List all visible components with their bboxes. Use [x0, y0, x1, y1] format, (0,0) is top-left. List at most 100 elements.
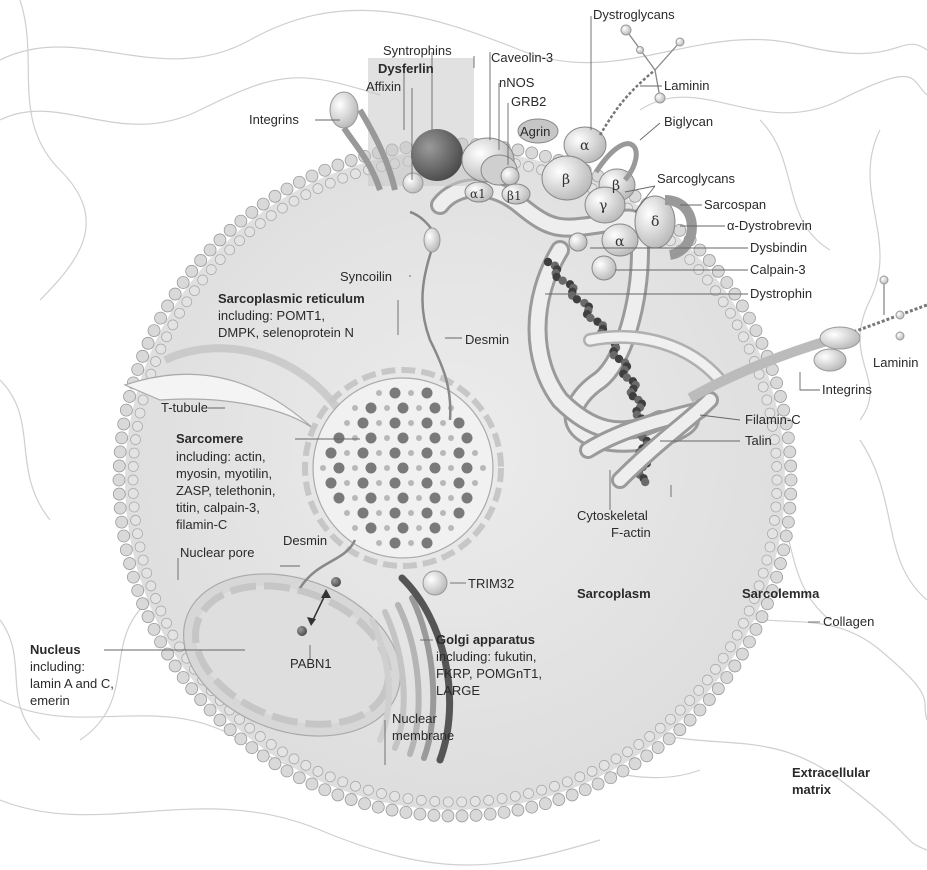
- actin-filament: [408, 510, 414, 516]
- label-nucleus: Nucleus: [30, 642, 81, 657]
- lipid-head-inner: [198, 275, 208, 285]
- lipid-head-inner: [138, 395, 148, 405]
- lipid-head: [750, 623, 762, 635]
- myosin-filament: [398, 493, 409, 504]
- lipid-head: [782, 432, 794, 444]
- dysferlin-protein: [411, 129, 463, 181]
- lipid-head: [118, 530, 130, 542]
- myosin-filament: [334, 463, 345, 474]
- lipid-head: [703, 694, 715, 706]
- label-golgi-1: FKRP, POMGnT1,: [436, 666, 542, 681]
- lipid-head-inner: [245, 723, 255, 733]
- lipid-head-inner: [390, 791, 400, 801]
- label-sarcomere-4: filamin-C: [176, 517, 227, 532]
- actin-bead: [586, 314, 594, 322]
- lipid-head-inner: [550, 781, 560, 791]
- label-trim32: TRIM32: [468, 576, 514, 591]
- lipid-head: [319, 164, 331, 176]
- lipid-head: [293, 176, 305, 188]
- lipid-head: [345, 154, 357, 166]
- lipid-head-inner: [725, 308, 735, 318]
- myosin-filament: [430, 433, 441, 444]
- actin-filament: [376, 540, 382, 546]
- lipid-head-inner: [772, 488, 782, 498]
- lipid-head-inner: [168, 630, 178, 640]
- actin-filament: [472, 450, 478, 456]
- lipid-head: [281, 765, 293, 777]
- lipid-head-inner: [376, 788, 386, 798]
- lipid-head-inner: [771, 448, 781, 458]
- label-sarcoplasm: Sarcoplasm: [577, 586, 651, 601]
- lipid-head-inner: [206, 265, 216, 275]
- lipid-head-inner: [718, 297, 728, 307]
- lipid-head-inner: [255, 219, 265, 229]
- label-integrins-right: Integrins: [822, 382, 872, 397]
- lipid-head-inner: [325, 772, 335, 782]
- lipid-head-inner: [133, 529, 143, 539]
- actin-filament: [352, 405, 358, 411]
- label-t-tubule: T-tubule: [161, 400, 208, 415]
- lipid-head: [428, 809, 440, 821]
- lipid-head-inner: [758, 382, 768, 392]
- lipid-head: [778, 544, 790, 556]
- actin-filament: [376, 450, 382, 456]
- lipid-head-inner: [725, 642, 735, 652]
- actin-filament: [440, 450, 446, 456]
- label-desmin-top: Desmin: [465, 332, 509, 347]
- lipid-head-inner: [266, 211, 276, 221]
- lipid-head-inner: [758, 568, 768, 578]
- label-sarcolemma: Sarcolemma: [742, 586, 820, 601]
- label-sarcomere: Sarcomere: [176, 431, 243, 446]
- lipid-head-inner: [128, 475, 138, 485]
- lipid-head-inner: [738, 332, 748, 342]
- actin-filament: [472, 480, 478, 486]
- lipid-head-inner: [702, 275, 712, 285]
- lipid-head: [512, 804, 524, 816]
- lipid-head-inner: [762, 395, 772, 405]
- lipid-head: [306, 778, 318, 790]
- lipid-head-inner: [685, 695, 695, 705]
- myosin-filament: [358, 478, 369, 489]
- lipid-head: [204, 244, 216, 256]
- myosin-filament: [390, 418, 401, 429]
- lipid-head: [684, 714, 696, 726]
- lipid-head: [162, 300, 174, 312]
- lipid-head: [293, 772, 305, 784]
- actin-filament: [344, 510, 350, 516]
- lipid-head: [332, 789, 344, 801]
- myosin-filament: [454, 478, 465, 489]
- actin-filament: [448, 465, 454, 471]
- lipid-head: [774, 390, 786, 402]
- lipid-head: [118, 418, 130, 430]
- lipid-head-inner: [135, 408, 145, 418]
- lipid-head: [629, 758, 641, 770]
- actin-filament: [384, 495, 390, 501]
- lipid-head: [400, 806, 412, 818]
- lipid-head: [512, 144, 524, 156]
- lipid-head-inner: [162, 332, 172, 342]
- actin-filament: [408, 390, 414, 396]
- myosin-filament: [358, 448, 369, 459]
- actin-filament: [344, 480, 350, 486]
- lipid-head-inner: [225, 245, 235, 255]
- lipid-head: [169, 288, 181, 300]
- lipid-head: [257, 750, 269, 762]
- lipid-head: [306, 170, 318, 182]
- lipid-head-inner: [129, 502, 139, 512]
- lipid-head: [553, 794, 565, 806]
- label-golgi-0: including: fukutin,: [436, 649, 536, 664]
- label-integrins-top: Integrins: [249, 112, 299, 127]
- lipid-head-inner: [562, 777, 572, 787]
- lipid-head-inner: [611, 754, 621, 764]
- lipid-head: [736, 300, 748, 312]
- actin-filament: [352, 435, 358, 441]
- lipid-head-inner: [718, 653, 728, 663]
- letter-beta-sg: β: [612, 178, 620, 194]
- actin-filament: [440, 510, 446, 516]
- myosin-filament: [422, 508, 433, 519]
- label-agrin: Agrin: [520, 124, 550, 139]
- lipid-head-inner: [215, 255, 225, 265]
- lipid-head-inner: [146, 581, 156, 591]
- lipid-head: [674, 724, 686, 736]
